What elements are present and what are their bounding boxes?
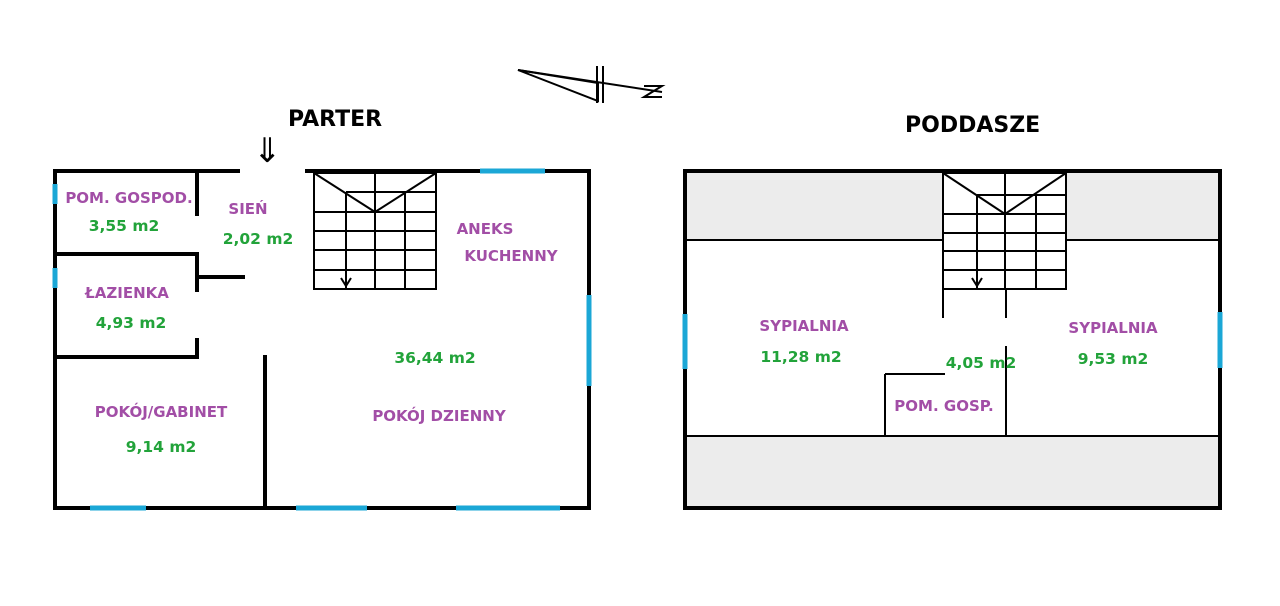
room-name-gabinet: POKÓJ/GABINET <box>95 402 228 421</box>
room-name-pom-gospod: POM. GOSPOD. <box>65 189 192 207</box>
room-area-sypialnia-2: 9,53 m2 <box>1078 350 1149 368</box>
room-name-sypialnia-2: SYPIALNIA <box>1068 319 1158 337</box>
room-name-pom-gosp: POM. GOSP. <box>894 397 993 415</box>
room-name-dzienny: POKÓJ DZIENNY <box>372 406 507 425</box>
room-name-sypialnia-1: SYPIALNIA <box>759 317 849 335</box>
room-name-aneks-line1: ANEKS <box>457 220 514 238</box>
poddasze-plan <box>682 169 1223 510</box>
poddasze-title: PODDASZE <box>905 113 1040 138</box>
staircase-icon <box>313 172 437 290</box>
room-name-aneks-line2: KUCHENNY <box>464 247 558 265</box>
room-area-dzienny: 36,44 m2 <box>394 349 475 367</box>
room-area-lazienka: 4,93 m2 <box>96 314 167 332</box>
room-area-sypialnia-1: 11,28 m2 <box>760 348 841 366</box>
parter-plan <box>52 168 592 511</box>
room-area-gabinet: 9,14 m2 <box>126 438 197 456</box>
north-arrow-icon <box>517 66 666 103</box>
room-area-pom-gospod: 3,55 m2 <box>89 217 160 235</box>
room-area-sien: 2,02 m2 <box>223 230 294 248</box>
parter-title: PARTER <box>288 107 382 132</box>
room-name-lazienka: ŁAZIENKA <box>84 284 169 302</box>
room-area-pom-gosp: 4,05 m2 <box>946 354 1017 372</box>
room-name-sien: SIEŃ <box>228 199 267 218</box>
entrance-arrow-icon: ⇓ <box>253 131 282 171</box>
staircase-icon <box>942 172 1067 290</box>
